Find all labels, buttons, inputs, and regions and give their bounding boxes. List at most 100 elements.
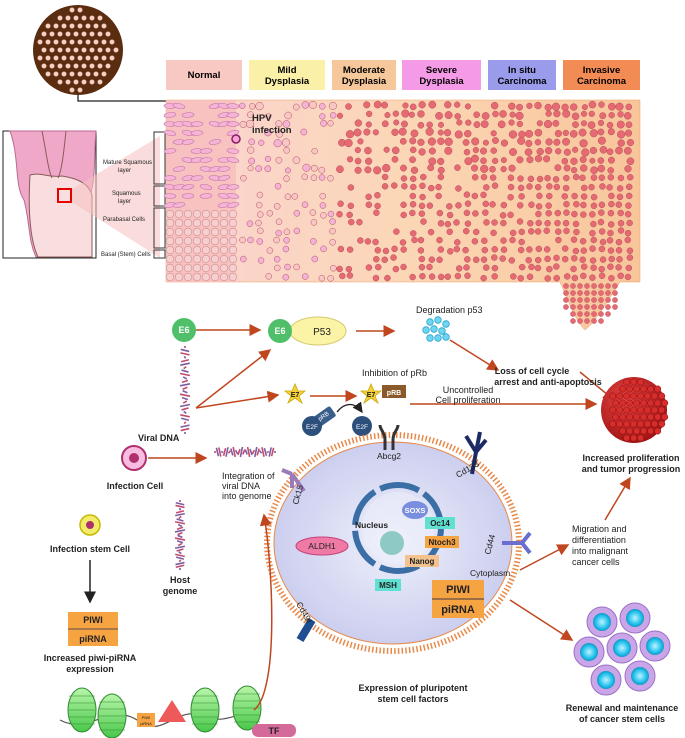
layer-basal: Basal (Stem) Cells: [101, 252, 151, 258]
pirna-small-label: piRNA: [79, 634, 107, 644]
stage-label-moderate: Moderate: [343, 65, 385, 76]
e7-prb-complex-icon: [359, 382, 406, 405]
tf-pill: [252, 724, 296, 737]
uncontrolled-label-2: Cell proliferation: [435, 395, 500, 405]
stage-sublabel-mild: Dysplasia: [265, 76, 310, 87]
renewal-label-2: of cancer stem cells: [579, 714, 665, 724]
soxs-icon: [402, 501, 428, 519]
e6-protein-icon: [172, 318, 196, 342]
stage-label-severe: Severe: [426, 65, 457, 76]
host-genome-label-1: Host: [170, 575, 190, 585]
cd44-receptor-icon: [502, 531, 532, 555]
ck15-receptor-icon: [281, 468, 306, 493]
tf-label: TF: [269, 726, 280, 736]
piwi-pirna-box: [68, 612, 118, 646]
msh-label: MSH: [379, 581, 397, 590]
abcg2-receptor-icon: [378, 424, 400, 450]
e7-complex-label: E7: [367, 392, 376, 399]
nucleosome-piwi-label: PIWI: [142, 715, 151, 720]
cancer-stem-cell-cluster-icon: [573, 602, 671, 696]
aldh1-icon: [295, 536, 349, 556]
host-genome-label-2: genome: [163, 586, 198, 596]
integration-label-1: Integration of: [222, 471, 275, 481]
infection-stem-cell-icon: [79, 514, 101, 536]
msh-box: [375, 579, 401, 591]
viral-dna-helix-icon: [179, 346, 191, 434]
stage-label-normal: Normal: [188, 70, 221, 81]
inhibition-label: Inhibition of pRb: [362, 368, 427, 378]
ntoch3-box: [425, 536, 459, 548]
e7-label: E7: [291, 392, 300, 399]
cytoplasm-label: Cytoplasm: [470, 568, 510, 578]
viral-dna-label: Viral DNA: [138, 433, 180, 443]
layer-squamous-1: Squamous: [112, 191, 141, 197]
stage-label-mild: Mild: [278, 65, 297, 76]
aldh1-label: ALDH1: [308, 541, 336, 551]
infection-stem-label: Infection stem Cell: [50, 544, 130, 554]
stage-label-invasive: Invasive: [583, 65, 621, 76]
e2f-bound-label: E2F: [306, 424, 318, 431]
migration-label-3: into malignant: [572, 546, 629, 556]
stage-box-normal: Normal: [166, 60, 242, 90]
host-genome-helix-icon: [174, 500, 186, 570]
soxs-label: SOXS: [405, 506, 426, 515]
layer-mature-1: Mature Squamous: [103, 160, 152, 166]
expression-label-1: Expression of pluripotent: [358, 683, 467, 693]
integrated-viral-dna-icon: [214, 446, 276, 458]
chromatin-nucleosomes-icon: [59, 685, 262, 738]
proliferation-label-2: and tumor progression: [582, 464, 681, 474]
nanog-box: [405, 555, 439, 567]
stage-sublabel-invasive: Carcinoma: [577, 76, 627, 87]
stage-sublabel-severe: Dysplasia: [419, 76, 464, 87]
stage-label-insitu: In situ: [508, 65, 536, 76]
migration-label-1: Migration and: [572, 524, 627, 534]
increased-piwi-label-2: expression: [66, 664, 114, 674]
increased-piwi-label-1: Increased piwi-piRNA: [44, 653, 137, 663]
prb-e2f-complex-icon: [302, 406, 336, 436]
migration-label-2: differentiation: [572, 535, 626, 545]
migration-label-4: cancer cells: [572, 557, 620, 567]
loss-label-1: Loss of cell cycle: [495, 366, 570, 376]
degradation-label: Degradation p53: [416, 305, 483, 315]
nucleus-label: Nucleus: [355, 520, 388, 530]
cd133-receptor-icon: [464, 431, 488, 475]
stage-sublabel-moderate: Dysplasia: [342, 76, 387, 87]
prb-label: pRB: [387, 390, 401, 397]
loss-label-2: arrest and anti-apoptosis: [494, 377, 602, 387]
e6-p53-complex-icon: [268, 319, 292, 343]
layer-parabasal: Parabasal Cells: [103, 217, 145, 223]
renewal-label-1: Renewal and maintenance: [566, 703, 679, 713]
tissue-disc-icon: [33, 5, 123, 95]
free-e2f-icon: [352, 416, 372, 436]
oc14-box: [425, 517, 455, 529]
piwi-small-label: PIWI: [83, 615, 103, 625]
stage-sublabel-insitu: Carcinoma: [497, 76, 547, 87]
degraded-p53-icon: [422, 316, 450, 342]
infection-cell-icon: [121, 445, 147, 471]
cd49f-receptor-icon: [296, 617, 316, 643]
piwi-cell-label: PIWI: [446, 584, 470, 596]
proliferation-label-1: Increased proliferation: [582, 453, 679, 463]
expression-label-2: stem cell factors: [377, 694, 448, 704]
prb-released-label: pRB: [317, 411, 330, 423]
layer-squamous-2: layer: [118, 199, 131, 205]
ntoch3-label: Ntoch3: [428, 538, 456, 547]
integration-label-3: into genome: [222, 491, 272, 501]
nucleosome-pirna-label: piRNA: [140, 721, 152, 726]
infection-cell-label: Infection Cell: [107, 481, 164, 491]
hpv-label-1: HPV: [252, 113, 272, 124]
abcg2-label: Abcg2: [377, 451, 401, 461]
e2f-free-label: E2F: [356, 424, 368, 431]
hpv-particle-icon: [231, 134, 241, 144]
e7-protein-icon: [283, 382, 307, 405]
e6-complex-label: E6: [274, 326, 285, 336]
e6-label: E6: [178, 325, 189, 335]
layer-mature-2: layer: [118, 168, 131, 174]
p53-label: P53: [313, 327, 331, 338]
